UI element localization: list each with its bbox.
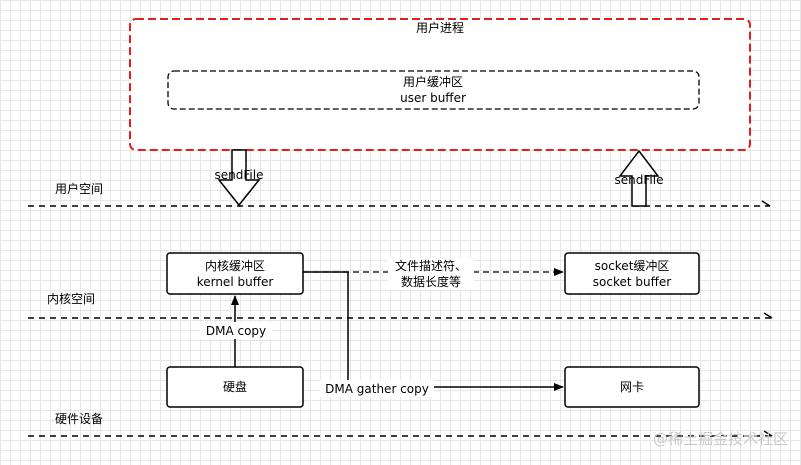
dma-gather-label-bg bbox=[320, 380, 434, 397]
sendfile-up-label: sendFile bbox=[615, 173, 664, 187]
descriptor-label-line2: 数据长度等 bbox=[401, 274, 461, 289]
socket-buffer-box bbox=[564, 252, 700, 295]
dma-gather-label: DMA gather copy bbox=[325, 382, 429, 396]
descriptor-label-line1: 文件描述符、 bbox=[395, 258, 467, 273]
hardware-label: 硬件设备 bbox=[55, 412, 103, 426]
socket-buffer-label-line1: socket缓冲区 bbox=[595, 258, 670, 273]
kernel-space-label: 内核空间 bbox=[47, 292, 95, 306]
kernel-buffer-label-cn: 内核缓冲区 bbox=[205, 258, 265, 273]
sendfile-down-label: sendFile bbox=[215, 168, 264, 182]
user-space-label: 用户空间 bbox=[55, 181, 103, 196]
nic-label: 网卡 bbox=[620, 380, 644, 394]
sendfile-down-arrow-icon bbox=[217, 149, 261, 207]
user-buffer-label-en: user buffer bbox=[400, 91, 466, 105]
user-process-title: 用户进程 bbox=[416, 20, 464, 35]
sendfile-up-arrow-icon bbox=[618, 149, 660, 207]
user-buffer-label-cn: 用户缓冲区 bbox=[403, 74, 463, 89]
watermark: @稀土掘金技术社区 bbox=[653, 430, 788, 448]
user-buffer-box bbox=[167, 70, 700, 110]
disk-label: 硬盘 bbox=[223, 379, 247, 394]
kernel-buffer-label-en: kernel buffer bbox=[197, 275, 274, 289]
user-space-divider-end bbox=[761, 200, 771, 207]
hardware-divider-end bbox=[763, 430, 773, 437]
dma-gather-connector bbox=[303, 271, 349, 387]
kernel-space-divider-end bbox=[763, 312, 773, 319]
descriptor-label-bg bbox=[388, 258, 474, 290]
kernel-buffer-box bbox=[166, 252, 304, 295]
dma-copy-label-bg bbox=[200, 322, 272, 339]
socket-buffer-label-line2: socket buffer bbox=[593, 275, 671, 289]
dma-copy-label: DMA copy bbox=[206, 324, 266, 338]
nic-box bbox=[564, 366, 700, 408]
